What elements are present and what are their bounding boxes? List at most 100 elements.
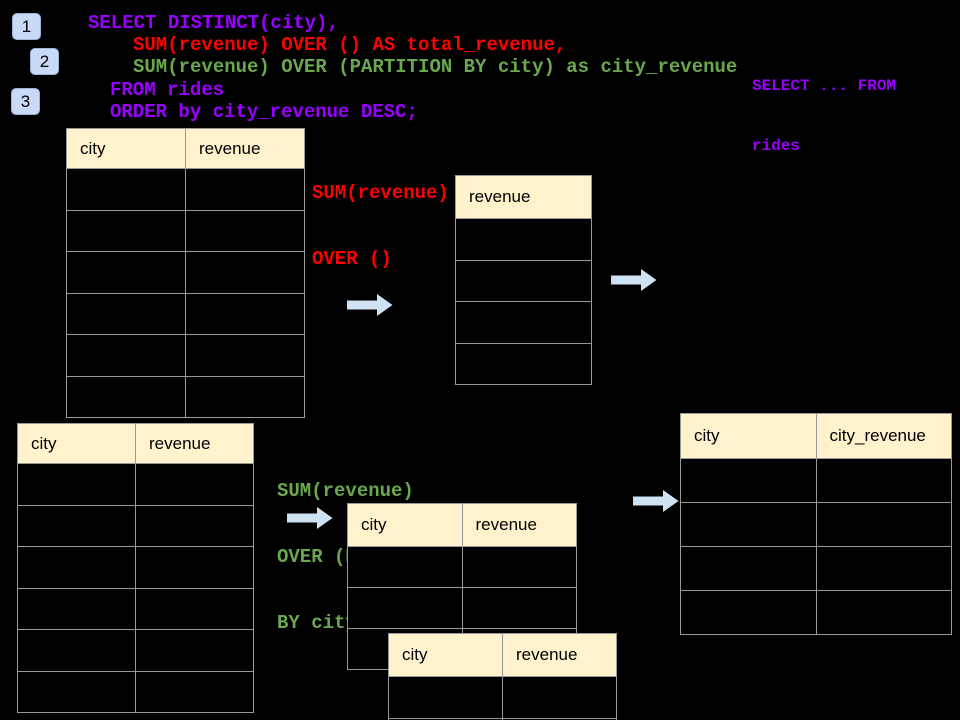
table-cell xyxy=(18,589,135,630)
table-result-right: city city_revenue xyxy=(680,413,952,635)
table-cell xyxy=(815,459,952,502)
table-cell xyxy=(461,588,577,628)
table-cell xyxy=(135,671,253,712)
table-cell xyxy=(67,252,185,293)
column-header-city-revenue: city_revenue xyxy=(815,414,952,458)
column-header-city: city xyxy=(361,515,387,534)
step-badge-1: 1 xyxy=(12,13,41,40)
table-row xyxy=(681,590,951,634)
table-row xyxy=(18,670,253,713)
table-cell xyxy=(185,210,304,251)
sql-side-note: SELECT ... FROM rides xyxy=(752,36,896,196)
table-cell xyxy=(681,547,816,590)
table-cell xyxy=(135,630,253,671)
table-cell xyxy=(815,503,952,546)
column-header-revenue: revenue xyxy=(185,129,304,168)
column-header-city: city xyxy=(402,645,428,664)
table-row xyxy=(67,168,304,210)
table-row xyxy=(67,292,304,335)
table-row xyxy=(67,375,304,418)
table-cell xyxy=(456,302,591,343)
table-cell xyxy=(815,547,952,590)
table-cell xyxy=(18,672,135,713)
side-note-line1: SELECT ... FROM xyxy=(752,77,897,95)
table-row xyxy=(348,546,576,587)
table-cell xyxy=(456,344,591,385)
table-header-row: city revenue xyxy=(67,129,304,168)
table-cell xyxy=(18,547,135,588)
table-cell xyxy=(502,677,616,718)
sql-line-select: SELECT DISTINCT(city), xyxy=(88,12,339,34)
table-revenue-only: revenue xyxy=(455,175,592,385)
table-source-top: city revenue xyxy=(66,128,305,418)
table-row xyxy=(456,301,591,343)
table-cell xyxy=(185,376,304,417)
column-header-revenue: revenue xyxy=(135,424,253,463)
table-cell xyxy=(18,630,135,671)
annotation-line: OVER () xyxy=(312,248,392,270)
table-cell xyxy=(67,377,185,418)
table-cell xyxy=(461,547,577,587)
side-note-line2: rides xyxy=(752,137,801,155)
table-row xyxy=(67,251,304,293)
table-row xyxy=(348,587,576,628)
table-cell xyxy=(681,459,816,502)
table-cell xyxy=(135,547,253,588)
table-row xyxy=(18,587,253,630)
table-cell xyxy=(18,506,135,547)
column-header-revenue: revenue xyxy=(502,634,616,676)
column-header-revenue: revenue xyxy=(469,187,531,206)
column-header-city: city xyxy=(31,433,57,453)
table-row xyxy=(18,504,253,547)
table-row xyxy=(456,259,591,302)
table-row xyxy=(18,463,253,505)
table-row xyxy=(681,502,951,546)
step-badge-3: 3 xyxy=(11,88,40,115)
table-row xyxy=(18,546,253,588)
table-body xyxy=(681,458,951,634)
table-cell xyxy=(681,503,816,546)
table-row xyxy=(67,334,304,376)
annotation-line: SUM(revenue) xyxy=(277,480,414,502)
table-cell xyxy=(456,219,591,260)
table-cell xyxy=(815,591,952,634)
table-row xyxy=(681,458,951,502)
table-cell xyxy=(67,335,185,376)
flow-arrow-total-step-icon xyxy=(347,293,393,317)
table-body xyxy=(456,218,591,384)
table-cell xyxy=(185,335,304,376)
table-header-row: revenue xyxy=(456,176,591,218)
table-cell xyxy=(456,261,591,302)
table-cell xyxy=(135,505,253,546)
table-source-bottom: city revenue xyxy=(17,423,254,713)
table-partition-overlap: city revenue xyxy=(388,633,617,720)
table-cell xyxy=(185,169,304,210)
table-cell xyxy=(185,293,304,334)
table-row xyxy=(456,342,591,385)
table-cell xyxy=(18,464,135,505)
table-cell xyxy=(348,547,462,587)
table-header-row: city revenue xyxy=(389,634,616,676)
table-header-row: city revenue xyxy=(348,504,576,546)
table-cell xyxy=(67,294,185,335)
table-cell xyxy=(67,169,185,210)
table-row xyxy=(456,218,591,260)
table-cell xyxy=(135,464,253,505)
table-body xyxy=(18,463,253,712)
table-header-row: city revenue xyxy=(18,424,253,463)
sql-line-from: FROM rides xyxy=(110,79,225,101)
column-header-revenue: revenue xyxy=(461,504,577,546)
table-row xyxy=(389,676,616,718)
flow-arrow-total-result-icon xyxy=(611,268,657,292)
sql-line-order-by: ORDER by city_revenue DESC; xyxy=(110,101,418,123)
annotation-line: SUM(revenue) xyxy=(312,182,449,204)
table-cell xyxy=(185,252,304,293)
table-row xyxy=(18,629,253,671)
table-cell xyxy=(348,588,462,628)
step-badge-2: 2 xyxy=(30,48,59,75)
column-header-city: city xyxy=(694,426,720,445)
table-cell xyxy=(67,211,185,252)
table-cell xyxy=(135,588,253,629)
flow-arrow-partition-result-icon xyxy=(633,489,679,513)
